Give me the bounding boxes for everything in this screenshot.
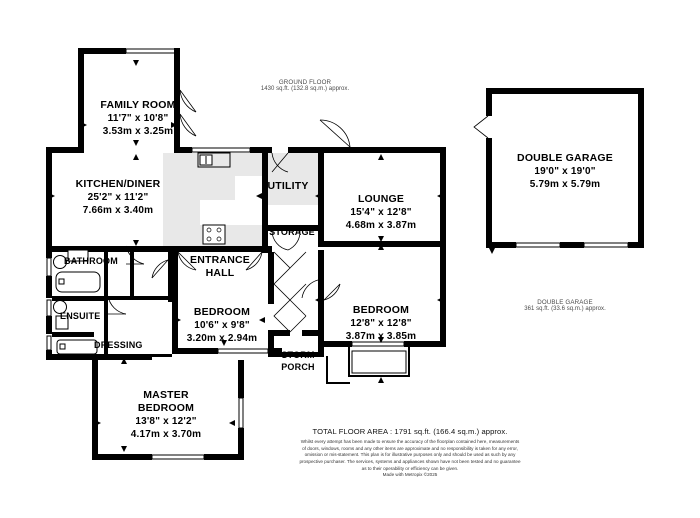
room-dim-metric-kitchen-diner: 7.66m x 3.40m bbox=[82, 205, 154, 216]
ground-floor-caption-area: 1430 sq.ft. (132.8 sq.m.) approx. bbox=[260, 86, 350, 92]
room-label-bedroom-3: BEDROOM bbox=[352, 304, 410, 316]
fixtures bbox=[53, 152, 231, 355]
room-label-lounge: LOUNGE bbox=[357, 193, 405, 205]
room-dim-metric-bedroom-3: 3.87m x 3.85m bbox=[345, 331, 417, 342]
room-dim-imperial-bedroom-3: 12'8" x 12'8" bbox=[350, 318, 412, 329]
room-label-bathroom: BATHROOM bbox=[64, 256, 118, 266]
room-dim-imperial-double-garage: 19'0" x 19'0" bbox=[534, 166, 596, 177]
room-label-master-bedroom-line1: MASTER bbox=[143, 389, 189, 401]
room-label-storm-porch-line2: PORCH bbox=[281, 362, 315, 372]
door-swings bbox=[107, 89, 489, 333]
room-label-bedroom-2: BEDROOM bbox=[193, 306, 251, 318]
room-dim-metric-bedroom-2: 3.20m x 2.94m bbox=[186, 333, 258, 344]
disclaimer-line-1: Whilst every attempt has been made to en… bbox=[300, 439, 520, 444]
room-dim-metric-family-room: 3.53m x 3.25m bbox=[102, 126, 174, 137]
room-label-master-bedroom-line2: BEDROOM bbox=[137, 402, 195, 414]
disclaimer-line-2: of doors, windows, rooms and any other i… bbox=[302, 445, 518, 451]
room-label-family-room: FAMILY ROOM bbox=[100, 99, 176, 111]
ground-floor-caption: GROUND FLOOR 1430 sq.ft. (132.8 sq.m.) a… bbox=[250, 79, 360, 92]
room-label-utility: UTILITY bbox=[267, 180, 309, 192]
garage-caption: DOUBLE GARAGE 361 sq.ft. (33.6 sq.m.) ap… bbox=[505, 299, 625, 312]
room-dim-imperial-bedroom-2: 10'6" x 9'8" bbox=[194, 320, 250, 331]
room-dim-imperial-lounge: 15'4" x 12'8" bbox=[350, 207, 412, 218]
disclaimer-line-4: prospective purchaser. The services, sys… bbox=[299, 458, 521, 464]
room-label-kitchen-diner: KITCHEN/DINER bbox=[75, 178, 161, 190]
room-label-entrance-hall-line1: ENTRANCE bbox=[190, 254, 250, 266]
room-dim-metric-master-bedroom: 4.17m x 3.70m bbox=[130, 429, 202, 440]
room-dim-metric-double-garage: 5.79m x 5.79m bbox=[529, 179, 601, 190]
room-dim-imperial-kitchen-diner: 25'2" x 11'2" bbox=[87, 192, 149, 203]
disclaimer-line-3: omission or mis-statement. This plan is … bbox=[304, 452, 516, 458]
room-label-entrance-hall-line2: HALL bbox=[205, 267, 235, 279]
garage-caption-area: 361 sq.ft. (33.6 sq.m.) approx. bbox=[524, 306, 606, 312]
room-label-storm-porch-line1: STORM bbox=[281, 350, 315, 360]
room-dim-imperial-master-bedroom: 13'8" x 12'2" bbox=[135, 416, 197, 427]
room-label-storage: STORAGE bbox=[269, 227, 315, 237]
room-label-double-garage: DOUBLE GARAGE bbox=[517, 152, 613, 164]
metropix-credit: Made with Metropix ©2025 bbox=[382, 472, 438, 478]
room-dim-metric-lounge: 4.68m x 3.87m bbox=[345, 220, 417, 231]
house-walls bbox=[46, 48, 446, 460]
footer-block: TOTAL FLOOR AREA : 1791 sq.ft. (166.4 sq… bbox=[260, 427, 560, 479]
disclaimer-line-5: as to their operability or efficiency ca… bbox=[361, 465, 459, 471]
view-arrows bbox=[49, 60, 495, 452]
room-label-ensuite: ENSUITE bbox=[60, 311, 101, 321]
garage-caption-title: DOUBLE GARAGE bbox=[537, 299, 593, 306]
garage-walls bbox=[486, 88, 644, 248]
ground-floor-caption-title: GROUND FLOOR bbox=[278, 79, 332, 86]
total-floor-area: TOTAL FLOOR AREA : 1791 sq.ft. (166.4 sq… bbox=[312, 427, 508, 436]
room-label-dressing: DRESSING bbox=[94, 340, 143, 350]
room-dim-imperial-family-room: 11'7" x 10'8" bbox=[107, 113, 169, 124]
